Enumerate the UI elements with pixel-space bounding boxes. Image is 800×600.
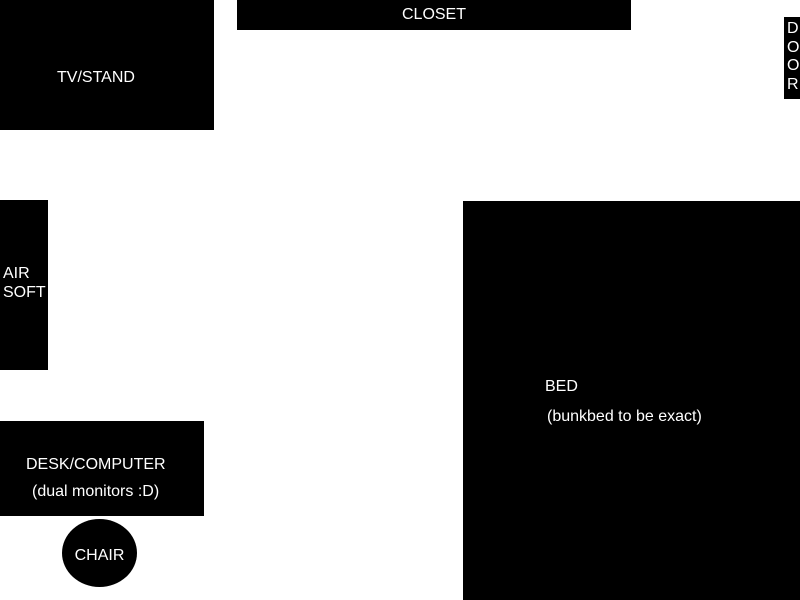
desk-block: DESK/COMPUTER (dual monitors :D)	[0, 421, 204, 516]
closet-block: CLOSET	[237, 0, 631, 30]
desk-label: DESK/COMPUTER	[26, 456, 166, 473]
door-block: DOOR	[784, 17, 800, 99]
airsoft-label: AIR SOFT	[3, 265, 46, 301]
door-label: DOOR	[787, 20, 800, 93]
bed-note: (bunkbed to be exact)	[547, 408, 702, 425]
bed-block: BED (bunkbed to be exact)	[463, 201, 800, 600]
closet-label: CLOSET	[401, 6, 466, 23]
desk-note: (dual monitors :D)	[32, 483, 160, 500]
tv-stand-block: TV/STAND	[0, 0, 214, 130]
chair-circle: CHAIR	[62, 519, 137, 587]
bed-label: BED	[545, 378, 578, 395]
tv-stand-label: TV/STAND	[57, 69, 135, 86]
chair-label: CHAIR	[74, 547, 125, 564]
airsoft-block: AIR SOFT	[0, 200, 48, 370]
